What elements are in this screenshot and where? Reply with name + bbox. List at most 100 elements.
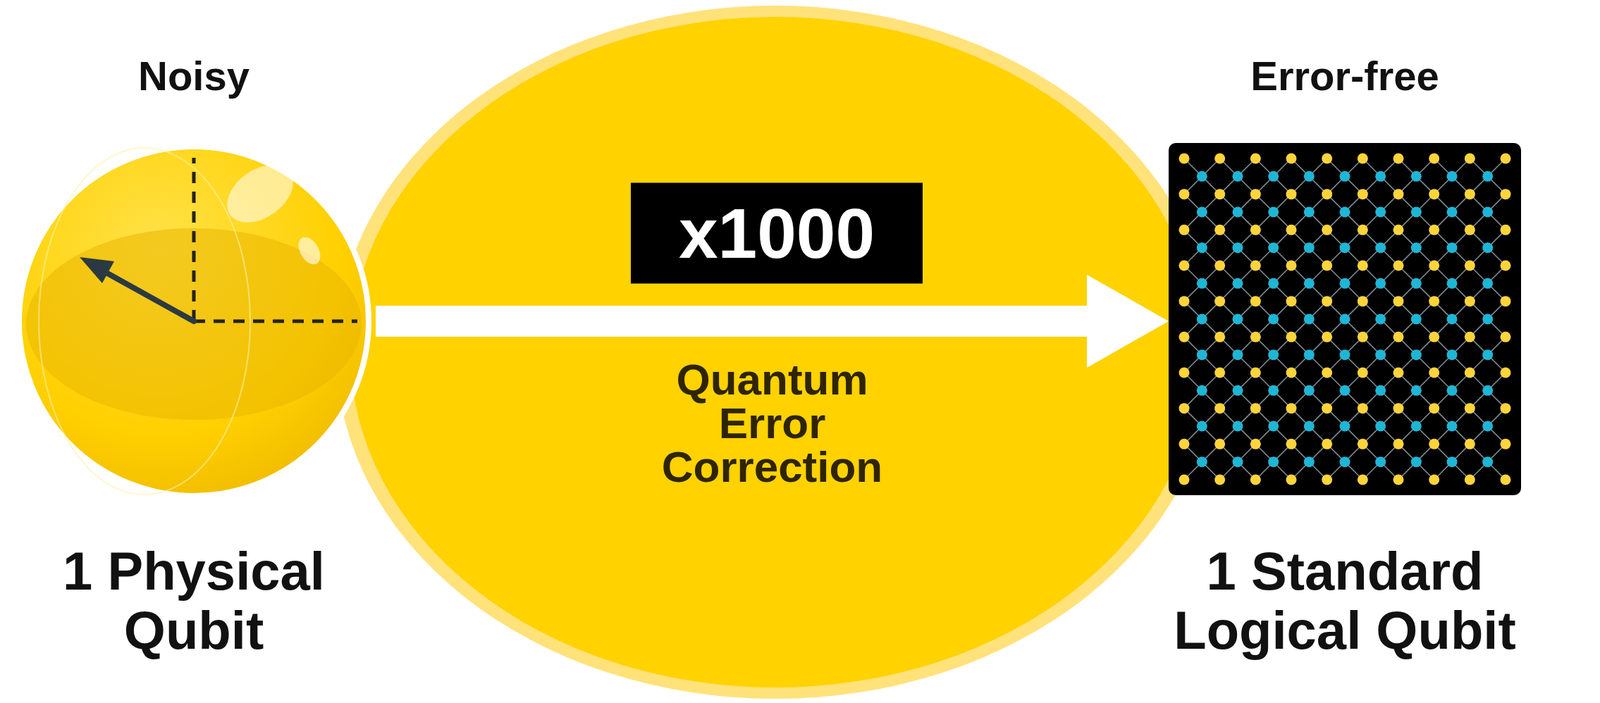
data-qubit [1321, 260, 1333, 272]
grid-link [1184, 336, 1221, 373]
grid-link [1291, 408, 1328, 445]
data-qubit [1321, 367, 1333, 379]
grid-link [1184, 372, 1221, 409]
state-vector [103, 271, 194, 322]
data-qubit [1250, 475, 1261, 486]
data-qubit [1286, 260, 1297, 272]
grid-link [1398, 336, 1435, 373]
grid-link [1184, 444, 1221, 480]
grid-link [1327, 336, 1364, 373]
data-qubit [1179, 367, 1190, 379]
multiplier-box: x1000 [630, 183, 923, 285]
measure-qubit [1375, 385, 1386, 397]
grid-link [1220, 372, 1257, 409]
data-qubit [1250, 260, 1261, 272]
grid-link [1327, 301, 1364, 338]
qubit-label: 1 Physical Qubit [31, 542, 356, 660]
data-qubit [1500, 439, 1512, 450]
grid-link [1398, 194, 1435, 231]
measure-qubit [1268, 314, 1279, 325]
grid-link [1434, 158, 1471, 195]
grid-link [1255, 408, 1292, 445]
grid-link [1398, 444, 1435, 480]
measure-qubit [1482, 242, 1493, 254]
data-qubit [1428, 153, 1440, 165]
grid-link [1434, 229, 1471, 266]
data-qubit [1357, 367, 1369, 379]
data-qubit [1500, 153, 1512, 165]
grid-link [1398, 301, 1435, 338]
measure-qubit [1303, 207, 1315, 218]
data-qubit [1500, 188, 1512, 200]
measure-qubit [1196, 314, 1208, 325]
measure-qubit [1411, 456, 1422, 468]
grid-background [1168, 143, 1522, 496]
data-qubit [1393, 403, 1405, 414]
grid-link [1327, 372, 1364, 409]
data-qubit [1286, 188, 1297, 200]
measure-qubit [1411, 278, 1422, 289]
data-qubit [1214, 403, 1226, 414]
data-qubit [1428, 296, 1440, 307]
data-qubit [1464, 224, 1476, 236]
grid-link [1434, 408, 1471, 445]
axis-line [193, 320, 358, 324]
arrow-head [1086, 274, 1169, 368]
grid-link [1291, 301, 1328, 338]
data-qubit [1464, 439, 1476, 450]
measure-qubit [1196, 456, 1208, 468]
grid-link [1184, 194, 1221, 231]
grid-link [1362, 194, 1399, 231]
measure-qubit [1482, 385, 1493, 397]
grid-link [1327, 408, 1364, 445]
measure-qubit [1232, 314, 1244, 325]
grid-link [1220, 444, 1257, 480]
data-qubit [1250, 331, 1261, 343]
measure-qubit [1232, 171, 1244, 182]
grid-link [1255, 444, 1292, 480]
grid-link [1434, 158, 1471, 195]
data-qubit [1393, 153, 1405, 165]
grid-link [1469, 408, 1506, 445]
measure-qubit [1482, 421, 1493, 433]
data-qubit [1286, 331, 1297, 343]
data-qubit [1214, 153, 1226, 165]
measure-qubit [1196, 242, 1208, 254]
measure-qubit [1303, 349, 1315, 361]
grid-link [1220, 194, 1257, 231]
data-qubit [1393, 367, 1405, 379]
data-qubit [1464, 403, 1476, 414]
grid-link [1469, 336, 1506, 373]
grid-link [1291, 336, 1328, 373]
data-qubit [1179, 296, 1190, 307]
grid-link [1291, 408, 1328, 445]
data-qubit [1464, 188, 1476, 200]
grid-link [1434, 301, 1471, 338]
grid-link [1184, 444, 1221, 480]
data-qubit [1428, 260, 1440, 272]
grid-link [1291, 444, 1328, 480]
data-qubit [1500, 367, 1512, 379]
grid-link [1398, 372, 1435, 409]
data-qubit [1357, 403, 1369, 414]
grid-link [1220, 408, 1257, 445]
data-qubit [1500, 475, 1512, 486]
measure-qubit [1303, 385, 1315, 397]
grid-link [1469, 229, 1506, 266]
measure-qubit [1339, 278, 1351, 289]
grid-link [1362, 336, 1399, 373]
grid-link [1434, 265, 1471, 302]
grid-link [1291, 265, 1328, 302]
grid-link [1434, 444, 1471, 480]
lens-rim [336, 5, 1215, 700]
grid-link [1434, 408, 1471, 445]
measure-qubit [1303, 314, 1315, 325]
grid-link [1255, 408, 1292, 445]
measure-qubit [1232, 349, 1244, 361]
grid-link [1220, 444, 1257, 480]
grid-link [1327, 229, 1364, 266]
grid-link [1434, 444, 1471, 480]
grid-link [1469, 229, 1506, 266]
measure-qubit [1447, 314, 1458, 325]
measure-qubit [1411, 349, 1422, 361]
